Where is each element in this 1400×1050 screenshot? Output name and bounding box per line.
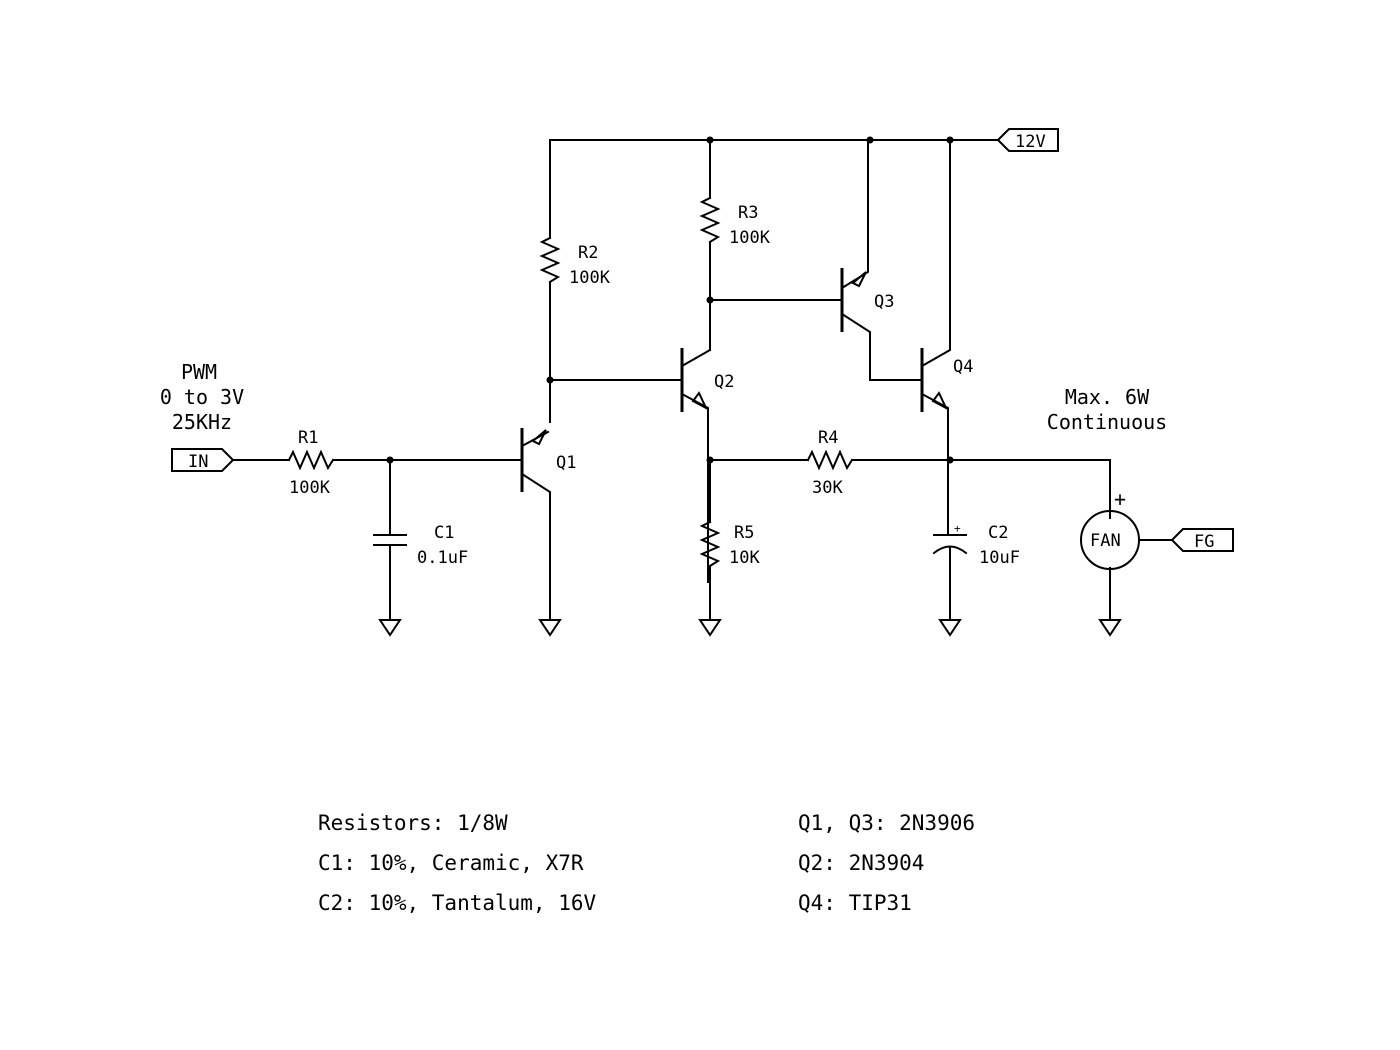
supply-port-label: 12V — [1015, 132, 1046, 152]
transistor-q4-ref: Q4 — [953, 357, 973, 377]
transistor-q4-emitter-arrow — [931, 391, 949, 411]
wires — [232, 139, 1173, 621]
resistor-r4: R4 30K — [806, 428, 854, 498]
capacitor-c1-ref: C1 — [434, 523, 454, 543]
transistor-q1-emitter-arrow — [531, 429, 547, 446]
input-port-label: IN — [188, 452, 208, 472]
wire-q4-collector — [920, 139, 951, 368]
wire-q1-collector — [520, 472, 551, 621]
capacitor-c2-plate-curved — [932, 545, 968, 555]
resistor-r5-value: 10K — [729, 548, 760, 568]
note-line: Q4: TIP31 — [798, 891, 912, 915]
fan-label: FAN — [1090, 531, 1121, 551]
note-line: C2: 10%, Tantalum, 16V — [318, 891, 597, 915]
wire-r4-right — [851, 459, 1111, 519]
junction-dot — [386, 456, 394, 464]
ground-symbol — [698, 619, 722, 637]
capacitor-c2-ref: C2 — [988, 523, 1008, 543]
resistor-r1-value: 100K — [289, 478, 331, 498]
fan-symbol — [1080, 510, 1140, 570]
resistor-r1: R1 100K — [287, 428, 335, 498]
ground-symbol — [1098, 619, 1122, 637]
fan-rating-line-2: Continuous — [1047, 410, 1167, 434]
grounds — [378, 619, 1122, 637]
junction-dot — [706, 296, 714, 304]
resistor-r5-symbol — [699, 520, 721, 568]
resistor-r4-value: 30K — [812, 478, 843, 498]
junction-dot — [706, 136, 714, 144]
transistor-q3-emitter-arrow — [851, 271, 867, 288]
ground-symbol — [538, 619, 562, 637]
resistor-r4-ref: R4 — [818, 428, 838, 448]
fan: FAN + Max. 6W Continuous — [1047, 385, 1167, 570]
capacitor-c2-value: 10uF — [979, 548, 1020, 568]
capacitor-c2: + C2 10uF — [932, 522, 1020, 568]
capacitor-c1-value: 0.1uF — [417, 548, 468, 568]
fan-polarity: + — [1114, 487, 1126, 511]
transistor-q2-ref: Q2 — [714, 372, 734, 392]
junction-dot — [866, 136, 874, 144]
supply-port: 12V — [996, 128, 1059, 152]
component-notes: Resistors: 1/8W C1: 10%, Ceramic, X7R C2… — [318, 811, 975, 915]
junctions — [386, 136, 954, 464]
junction-dot — [546, 376, 554, 384]
input-signal-line-2: 0 to 3V — [160, 385, 244, 409]
transistor-q2: Q2 — [680, 348, 734, 412]
input-signal-line-3: 25KHz — [172, 410, 232, 434]
resistor-r1-ref: R1 — [298, 428, 318, 448]
note-line: Resistors: 1/8W — [318, 811, 508, 835]
fg-port-flag — [1170, 528, 1234, 552]
junction-dot — [946, 136, 954, 144]
note-line: Q2: 2N3904 — [798, 851, 924, 875]
resistor-r3-value: 100K — [729, 228, 771, 248]
wire-q2-collector — [680, 348, 712, 368]
resistor-r2-ref: R2 — [578, 243, 598, 263]
input-port-flag — [171, 448, 235, 472]
transistor-q1-ref: Q1 — [556, 453, 576, 473]
resistor-r5-ref: R5 — [734, 523, 754, 543]
wire-q3-emitter — [840, 139, 869, 290]
ground-symbol — [378, 619, 402, 637]
ground-symbol — [938, 619, 962, 637]
note-line: C1: 10%, Ceramic, X7R — [318, 851, 584, 875]
supply-port-flag — [996, 128, 1059, 152]
transistor-q1: Q1 — [520, 428, 576, 492]
wire-q3-collector — [840, 312, 921, 381]
transistor-q3: Q3 — [840, 268, 894, 332]
resistor-r5: R5 10K — [699, 520, 760, 568]
transistor-q3-ref: Q3 — [874, 292, 894, 312]
junction-dot — [946, 456, 954, 464]
resistor-r2-value: 100K — [569, 268, 611, 288]
fg-port: FG — [1170, 528, 1234, 552]
input-signal-description: PWM 0 to 3V 25KHz — [160, 360, 244, 434]
resistor-r3-ref: R3 — [738, 203, 758, 223]
resistor-r3: R3 100K — [699, 196, 771, 248]
resistor-r4-symbol — [806, 449, 854, 471]
resistor-r1-symbol — [287, 449, 335, 471]
fg-port-label: FG — [1194, 532, 1214, 552]
transistor-q2-emitter-arrow — [691, 391, 709, 411]
note-line: Q1, Q3: 2N3906 — [798, 811, 975, 835]
capacitor-c2-polarity: + — [954, 522, 961, 535]
input-signal-line-1: PWM — [181, 360, 217, 384]
fan-rating-line-1: Max. 6W — [1065, 385, 1150, 409]
resistor-r2-symbol — [539, 236, 561, 284]
resistor-r3-symbol — [699, 196, 721, 244]
input-port: IN — [171, 448, 235, 472]
capacitor-c1: C1 0.1uF — [373, 523, 468, 568]
wire-q4-emitter — [920, 392, 949, 536]
transistor-q4: Q4 — [920, 348, 973, 412]
resistor-r2: R2 100K — [539, 236, 611, 288]
